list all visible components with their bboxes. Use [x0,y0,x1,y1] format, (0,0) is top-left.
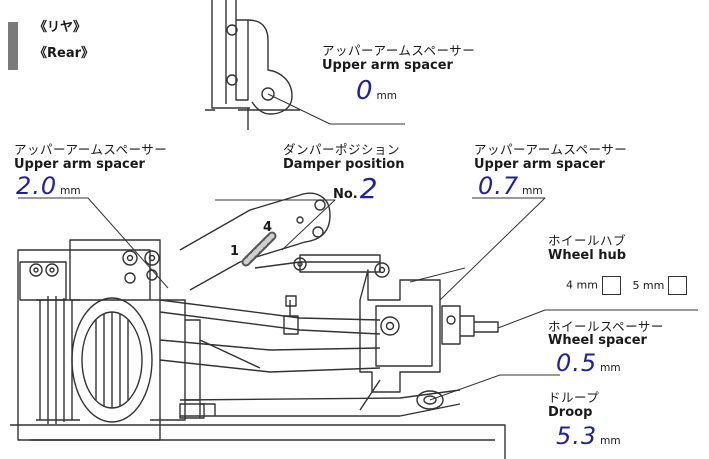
damper-position-number: 2 [359,172,379,205]
wheel-hub-en: Wheel hub [548,248,627,263]
wheel-spacer-unit: mm [600,362,621,374]
upper-arm-spacer-top-jp: アッパーアームスペーサー [322,43,476,58]
wheel-hub-jp: ホイールハブ [548,233,627,248]
upper-arm-spacer-top-unit: mm [376,90,398,102]
damper-position-jp: ダンパーポジション [283,142,401,157]
upper-arm-spacer-right-en: Upper arm spacer [474,157,605,172]
wheel-hub-options: 4 mm 5 mm [566,276,688,295]
damper-position-en: Damper position [283,157,405,172]
section-label-jp: 《リヤ》 [34,20,87,35]
damper-hole-1-label: 1 [230,244,240,259]
wheel-hub-option-4mm-checkbox[interactable] [601,276,621,295]
upper-arm-spacer-left-number: 2.0 [16,172,58,200]
wheel-hub-option-5mm-checkbox[interactable] [668,276,688,295]
damper-position-prefix: No. [333,187,358,202]
wheel-hub-option-4mm-label: 4 mm [566,278,598,292]
upper-arm-spacer-left-en: Upper arm spacer [14,157,145,172]
droop-en: Droop [548,405,593,420]
wheel-spacer-en: Wheel spacer [548,333,647,348]
wheel-spacer-number: 0.5 [556,349,598,377]
upper-arm-spacer-left-unit: mm [60,185,81,197]
damper-position-value: No.2 [333,172,379,205]
droop-jp: ドループ [548,390,600,405]
damper-hole-4-label: 4 [263,220,273,235]
damper-hole-marker [241,231,277,267]
wheel-hub-option-5mm-label: 5 mm [632,278,665,292]
upper-arm-spacer-top-en: Upper arm spacer [322,58,453,73]
wheel-spacer-jp: ホイールスペーサー [548,319,664,334]
upper-arm-spacer-right-number: 0.7 [478,172,520,200]
upper-arm-spacer-right-jp: アッパーアームスペーサー [474,142,628,157]
droop-unit: mm [600,435,621,447]
upper-arm-spacer-right-unit: mm [522,185,543,197]
section-label-en: 《Rear》 [34,46,95,61]
upper-arm-spacer-top-number: 0 [356,76,374,106]
droop-number: 5.3 [556,422,598,450]
section-marker [8,22,18,70]
upper-arm-spacer-left-jp: アッパーアームスペーサー [14,142,168,157]
